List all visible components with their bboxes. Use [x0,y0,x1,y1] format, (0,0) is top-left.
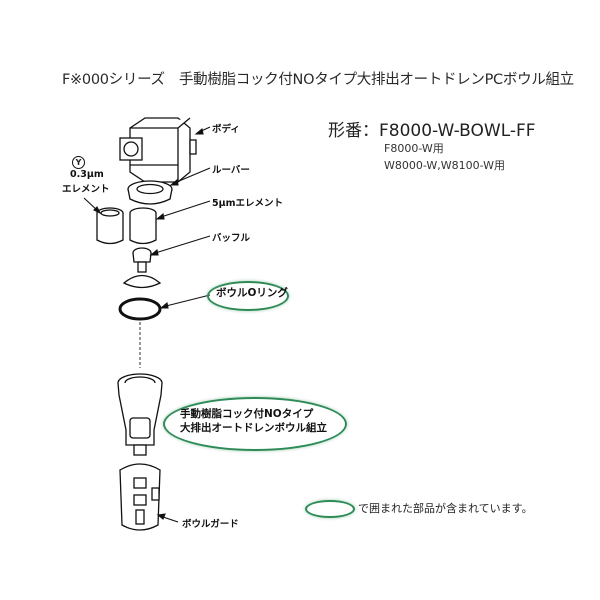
oring-illustration [118,297,162,321]
highlight-ellipse-oring [207,281,289,311]
baffle-illustration [122,247,162,289]
body-illustration [119,117,197,183]
label-element-03um-size: 0.3μm [70,169,104,180]
legend-ellipse-icon [305,500,355,518]
page-title: F※000シリーズ 手動樹脂コック付NOタイプ大排出オートドレンPCボウル組立 [62,72,574,88]
label-element-5um: 5μmエレメント [212,198,283,209]
compat-model-2: W8000-W,W8100-W用 [384,159,506,172]
element-5um-illustration [129,207,157,245]
label-element-03um: エレメント [62,184,110,195]
label-louver: ルーバー [212,165,250,176]
optional-marker-icon: Y [72,156,85,169]
bowl-guard-illustration [119,463,161,531]
compat-model-1: F8000-W用 [384,142,444,155]
label-bowl-assembly-line2: 大排出オートドレンボウル組立 [180,422,327,434]
label-bowl-guard: ボウルガード [182,519,239,530]
bowl-illustration [117,373,163,456]
louver-illustration [127,180,173,205]
element-03um-illustration [96,207,124,245]
highlight-ellipse-bowl-assembly [163,397,347,451]
label-bowl-assembly-line1: 手動樹脂コック付NOタイプ [180,408,314,420]
legend-text: で囲まれた部品が含まれています。 [358,502,533,515]
label-baffle: バッフル [212,233,251,244]
model-number: 形番：F8000-W-BOWL-FF [328,121,536,141]
label-body: ボディ [212,124,240,135]
label-bowl-oring: ボウルOリング [216,287,288,299]
